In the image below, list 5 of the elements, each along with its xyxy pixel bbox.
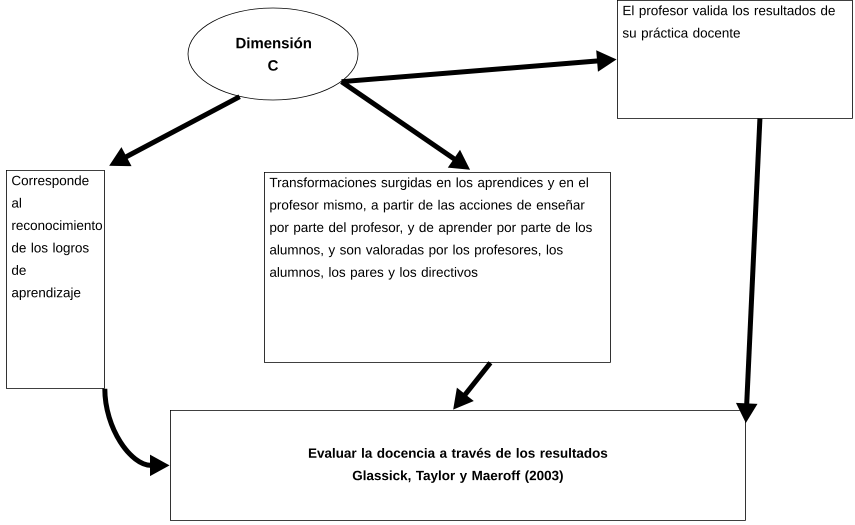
result-box: Evaluar la docencia a través de los resultados Glassick, Taylor y Maeroff (2003) [170,410,746,521]
text-box: El profesor valida los resultados de su práctica docente [617,0,853,119]
text-box: Corresponde al reconocimiento de los logros de aprendizaje [6,170,105,389]
oval-node: Dimensión C [188,8,358,100]
text-box: Transformaciones surgidas en los aprendices y en el profesor mismo, a partir de las acciones de enseñar por parte del profesor, y de aprender por parte de los alumnos, y son valoradas por los profesores, los alumnos, los pares y los directivos [264,172,611,363]
